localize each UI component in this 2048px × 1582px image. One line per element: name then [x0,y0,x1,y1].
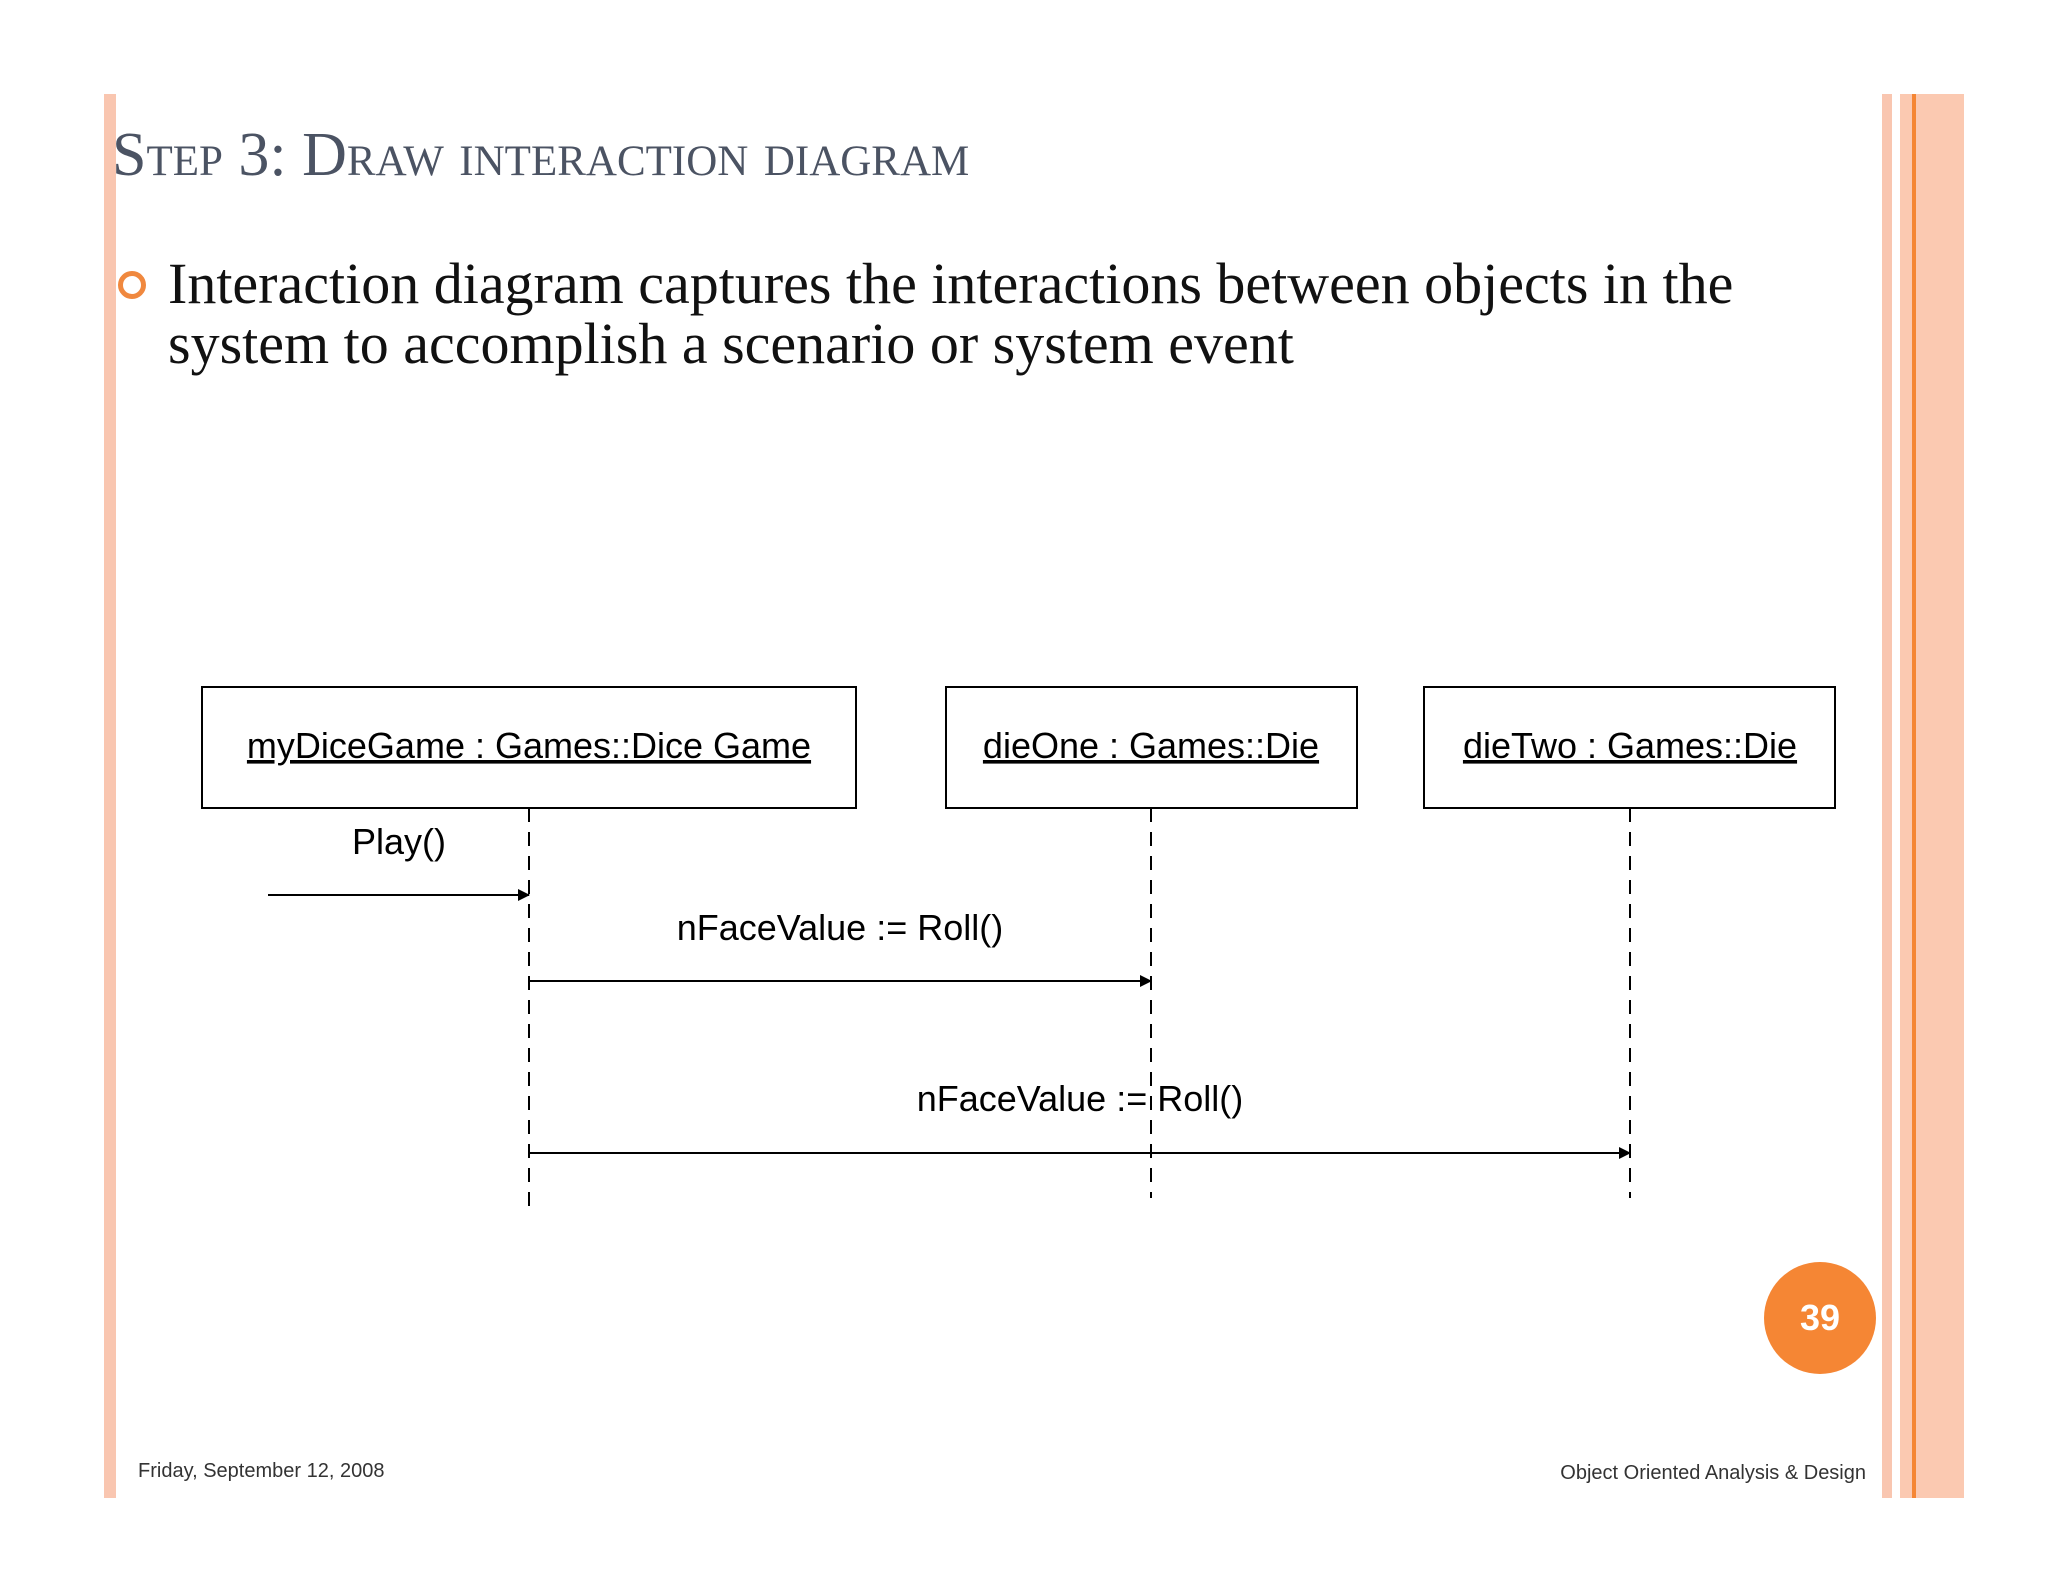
footer-course: Object Oriented Analysis & Design [1560,1462,1866,1484]
footer-date: Friday, September 12, 2008 [138,1460,385,1482]
object-label: dieOne : Games::Die [983,725,1319,766]
message-label: Play() [352,821,446,862]
bullet-circle-icon [118,271,146,299]
object-dieone: dieOne : Games::Die [945,686,1358,809]
message-label: nFaceValue := Roll() [677,907,1003,948]
message-roll-dietwo: nFaceValue := Roll() [529,1078,1631,1159]
object-mydicegame: myDiceGame : Games::Dice Game [201,686,857,809]
bullet-text: Interaction diagram captures the interac… [168,251,1734,376]
object-dietwo: dieTwo : Games::Die [1423,686,1836,809]
right-border-stripe-outer [1882,94,1892,1498]
right-border-accent-line [1912,94,1916,1498]
message-roll-dieone: nFaceValue := Roll() [529,907,1152,987]
object-label: myDiceGame : Games::Dice Game [247,725,811,766]
page-number-badge: 39 [1764,1262,1876,1374]
object-label: dieTwo : Games::Die [1463,725,1797,766]
message-play: Play() [268,821,530,901]
right-border-panel [1900,94,1964,1498]
slide-title: Step 3: Draw interaction diagram [112,121,970,189]
message-label: nFaceValue := Roll() [917,1078,1243,1119]
left-border-stripe [104,94,116,1498]
